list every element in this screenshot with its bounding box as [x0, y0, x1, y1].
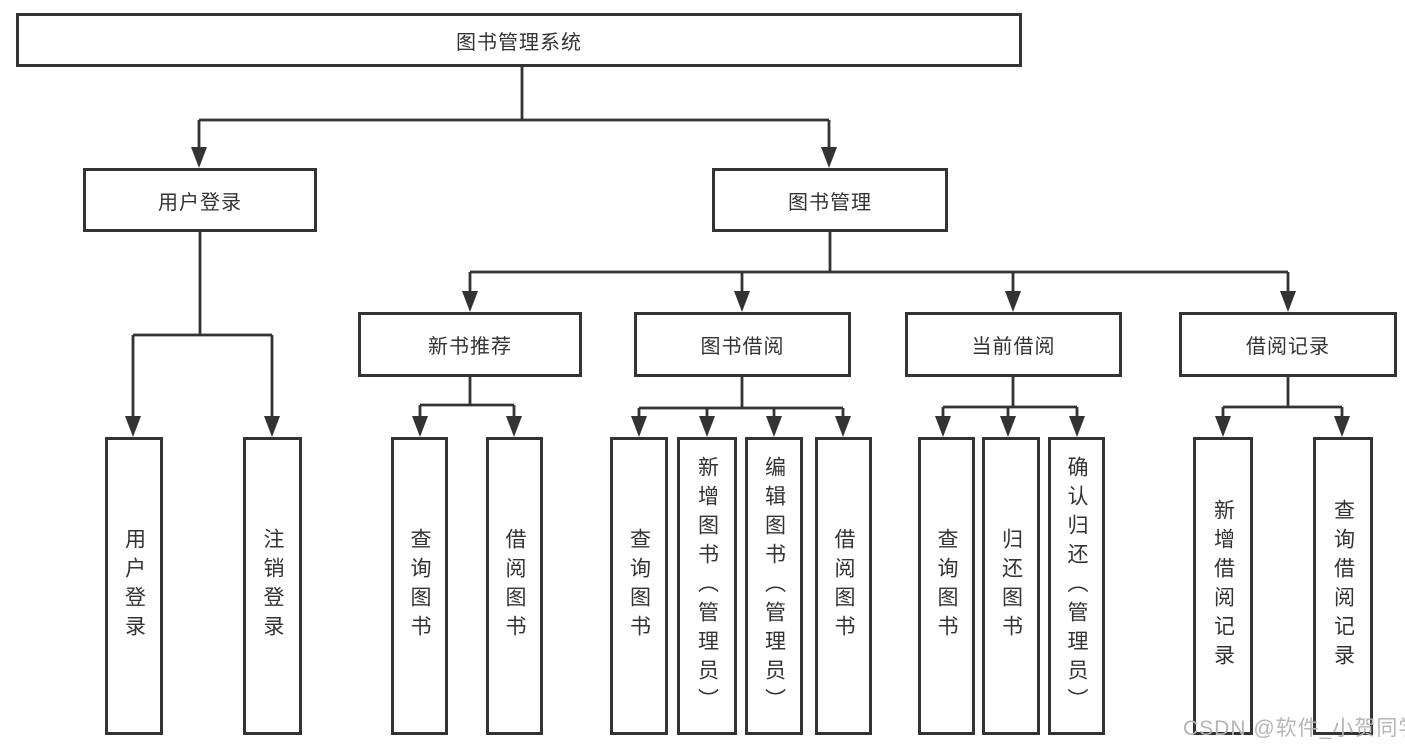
- leaf-borrow-add-books-admin: 新增图书（管理员）: [677, 437, 737, 735]
- leaf-newbook-query-books: 查询图书: [391, 437, 448, 735]
- leaf-records-add-record: 新增借阅记录: [1193, 437, 1253, 735]
- node-library-management-system: 图书管理系统: [16, 13, 1022, 67]
- leaf-current-confirm-return-admin: 确认归还（管理员）: [1048, 437, 1105, 735]
- node-book-management: 图书管理: [712, 168, 948, 232]
- node-current-borrow: 当前借阅: [905, 312, 1122, 377]
- node-new-book-recommend: 新书推荐: [358, 312, 582, 377]
- leaf-borrow-query-books: 查询图书: [610, 437, 668, 735]
- leaf-newbook-borrow-books: 借阅图书: [486, 437, 543, 735]
- node-borrow-records: 借阅记录: [1179, 312, 1397, 377]
- leaf-user-login: 用户登录: [105, 437, 163, 735]
- node-book-borrow: 图书借阅: [634, 312, 851, 377]
- leaf-borrow-borrow-books: 借阅图书: [815, 437, 872, 735]
- leaf-borrow-edit-books-admin: 编辑图书（管理员）: [745, 437, 803, 735]
- leaf-current-return-books: 归还图书: [982, 437, 1040, 735]
- leaf-logout-login: 注销登录: [243, 437, 302, 735]
- node-user-login: 用户登录: [83, 168, 317, 232]
- csdn-watermark: CSDN @软件_小贺同学: [1183, 717, 1405, 740]
- leaf-current-query-books: 查询图书: [918, 437, 975, 735]
- leaf-records-query-record: 查询借阅记录: [1313, 437, 1373, 735]
